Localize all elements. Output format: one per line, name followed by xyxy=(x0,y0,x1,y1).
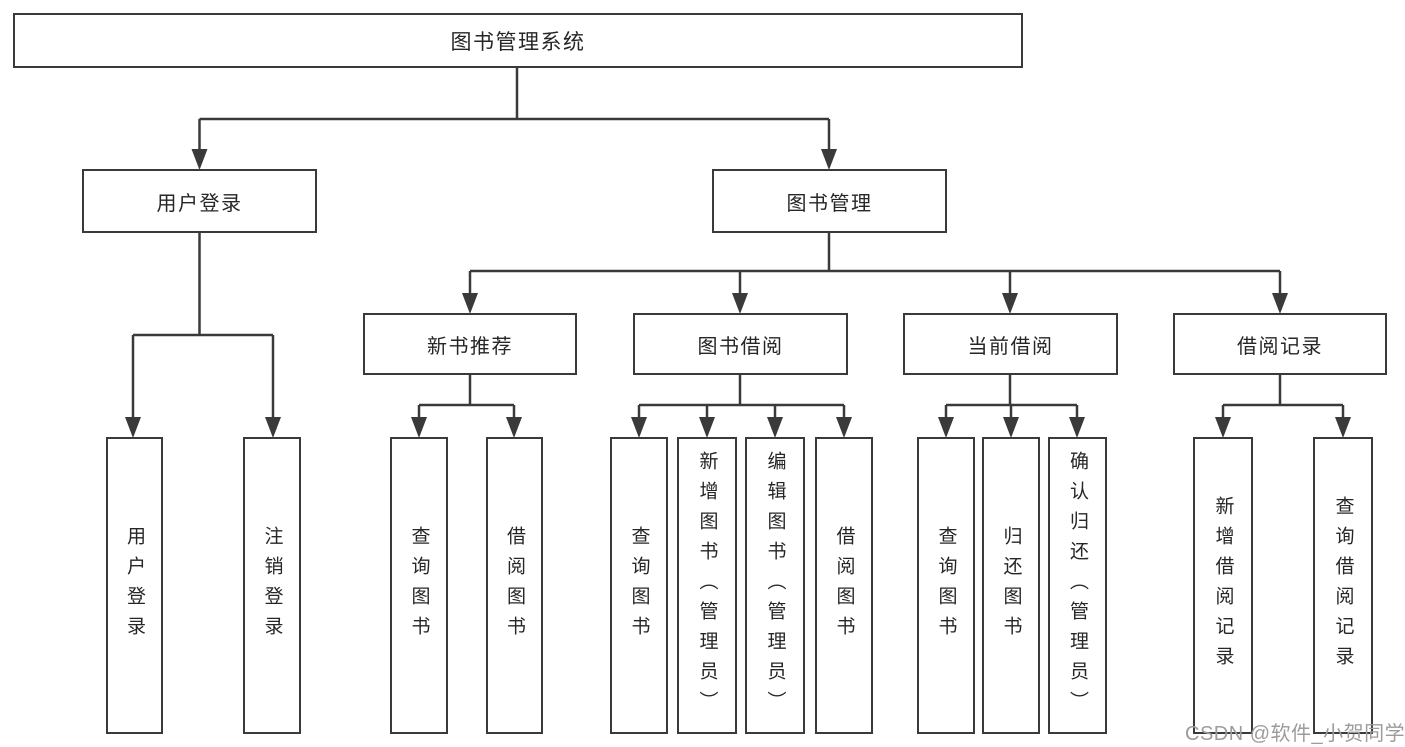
csdn-watermark: CSDN @软件_小贺同学 xyxy=(1185,723,1405,745)
arrow-down-icon xyxy=(125,417,141,438)
node-new-book-recommend: 新书推荐 xyxy=(363,313,577,375)
leaf-records-add-record: 新增借阅记录 xyxy=(1193,437,1253,734)
leaf-recommend-query-books: 查询图书 xyxy=(390,437,448,734)
leaf-borrowing-add-books-admin: 新增图书（管理员） xyxy=(677,437,737,734)
arrow-down-icon xyxy=(1272,293,1288,314)
node-user-login: 用户登录 xyxy=(82,169,317,233)
arrow-down-icon xyxy=(1003,417,1019,438)
connector-root-to-level2 xyxy=(191,68,837,170)
arrow-down-icon xyxy=(1335,417,1351,438)
arrow-down-icon xyxy=(732,293,748,314)
leaf-current-return-books: 归还图书 xyxy=(982,437,1040,734)
arrow-down-icon xyxy=(938,417,954,438)
node-borrowing-records: 借阅记录 xyxy=(1173,313,1387,375)
arrow-down-icon xyxy=(821,149,837,170)
arrow-down-icon xyxy=(462,293,478,314)
leaf-current-query-books: 查询图书 xyxy=(917,437,975,734)
connector-new-book-recommend-children xyxy=(411,375,522,438)
leaf-records-query-record: 查询借阅记录 xyxy=(1313,437,1373,734)
connector-user-login-children xyxy=(125,233,281,438)
leaf-user-login: 用户登录 xyxy=(106,437,163,734)
leaf-borrowing-borrow-books: 借阅图书 xyxy=(815,437,873,734)
arrow-down-icon xyxy=(411,417,427,438)
node-book-management: 图书管理 xyxy=(712,169,947,233)
arrow-down-icon xyxy=(699,417,715,438)
arrow-down-icon xyxy=(191,149,208,170)
leaf-borrowing-query-books: 查询图书 xyxy=(610,437,668,734)
connector-current-borrowing-children xyxy=(938,375,1085,438)
arrow-down-icon xyxy=(506,417,522,438)
connector-book-borrowing-children xyxy=(631,375,852,438)
arrow-down-icon xyxy=(767,417,783,438)
node-book-borrowing: 图书借阅 xyxy=(633,313,848,375)
connector-borrowing-records-children xyxy=(1215,375,1351,438)
leaf-recommend-borrow-books: 借阅图书 xyxy=(486,437,543,734)
node-library-management-system: 图书管理系统 xyxy=(13,13,1023,68)
node-current-borrowing: 当前借阅 xyxy=(903,313,1118,375)
arrow-down-icon xyxy=(265,417,281,438)
leaf-borrowing-edit-books-admin: 编辑图书（管理员） xyxy=(745,437,805,734)
arrow-down-icon xyxy=(1002,293,1018,314)
arrow-down-icon xyxy=(1069,417,1085,438)
arrow-down-icon xyxy=(1215,417,1231,438)
leaf-logout: 注销登录 xyxy=(243,437,301,734)
leaf-current-confirm-return-admin: 确认归还（管理员） xyxy=(1048,437,1107,734)
connector-book-management-children xyxy=(462,232,1288,314)
arrow-down-icon xyxy=(631,417,647,438)
arrow-down-icon xyxy=(836,417,852,438)
